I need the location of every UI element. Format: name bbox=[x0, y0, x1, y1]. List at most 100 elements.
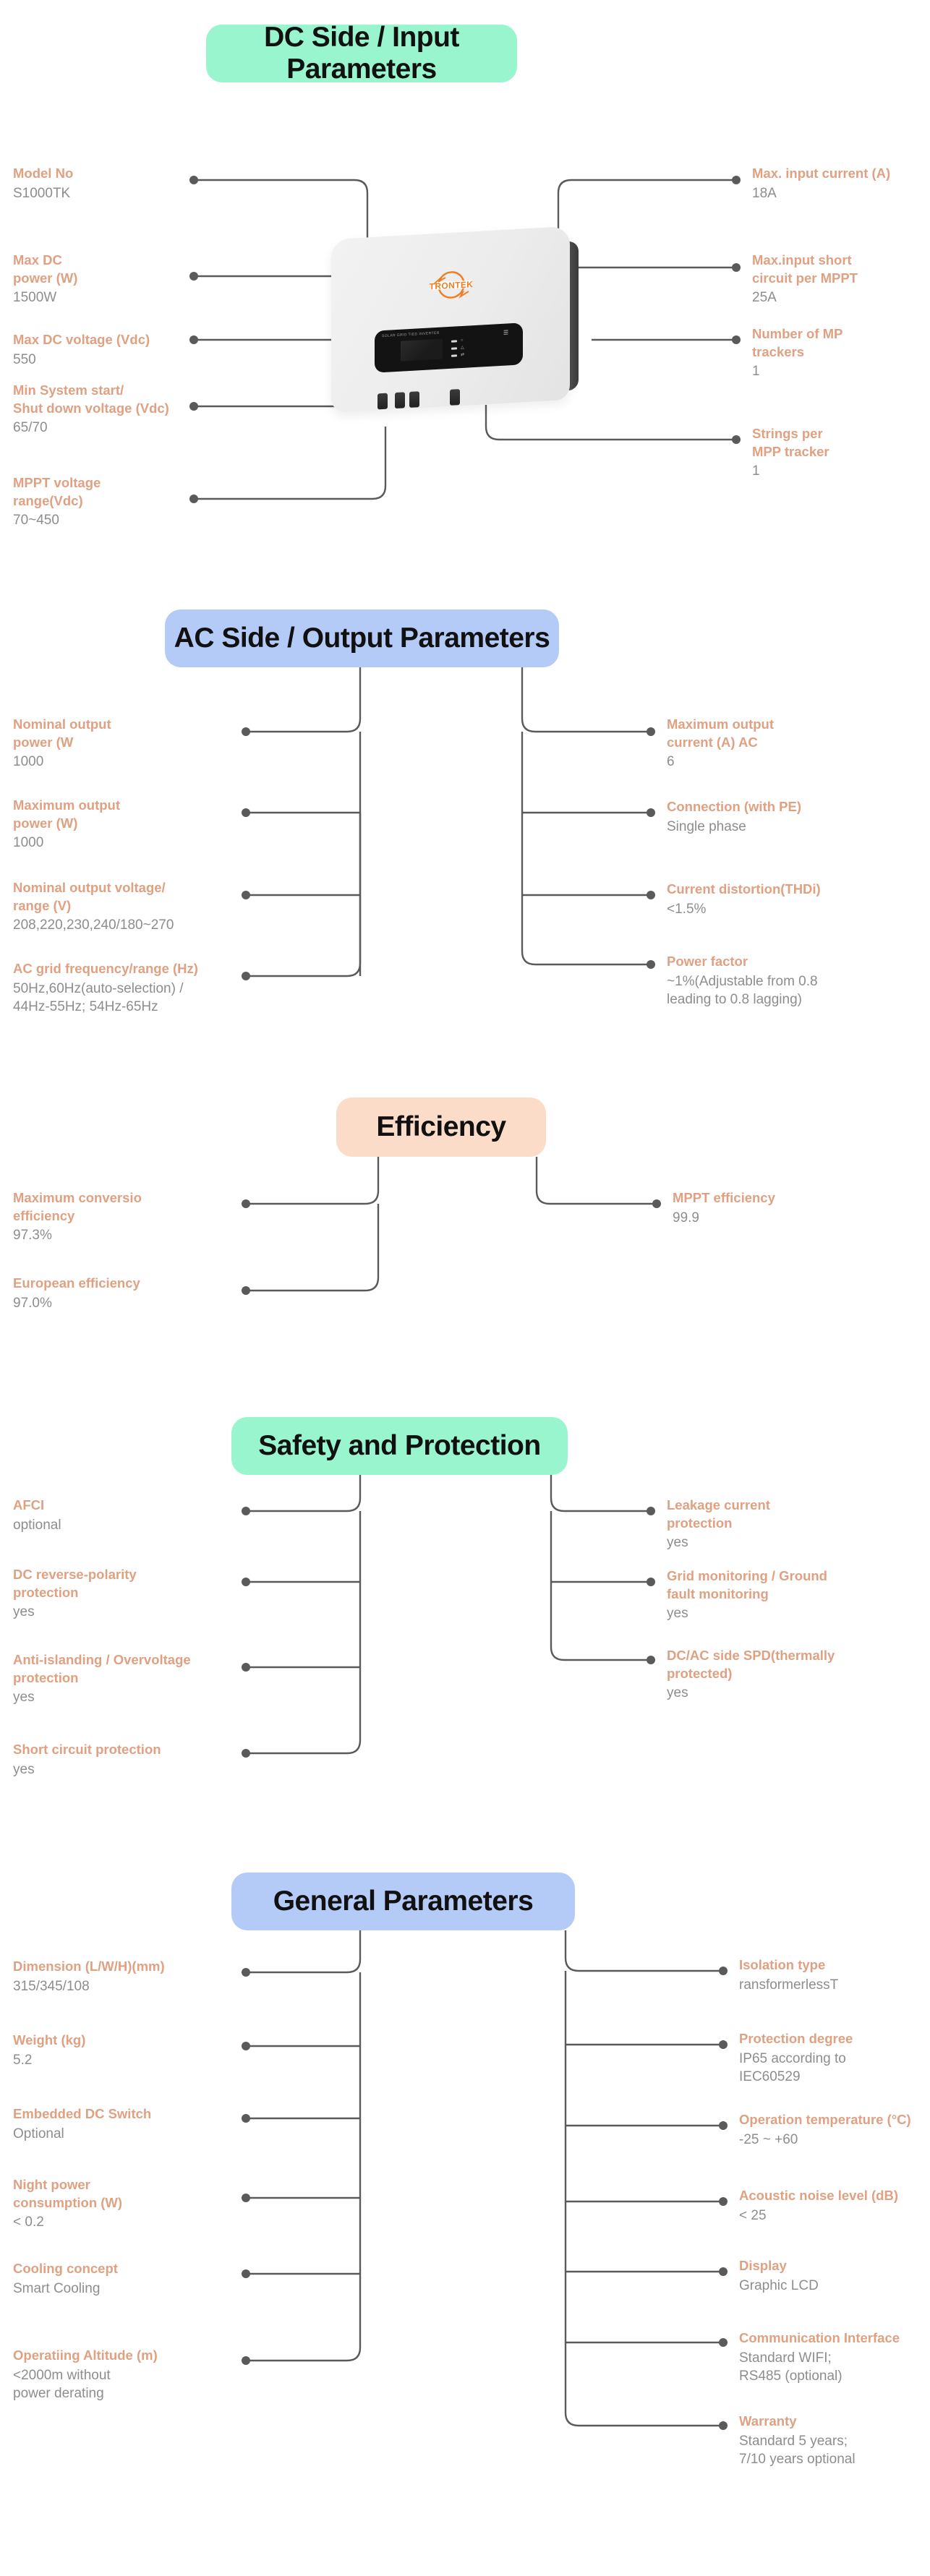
spec-key: Dimension (L/W/H)(mm) bbox=[13, 1959, 165, 1974]
spec-value: -25 ~ +60 bbox=[739, 2131, 798, 2147]
spec-item: Display Graphic LCD bbox=[739, 2257, 930, 2295]
spec-item: Min System start/ Shut down voltage (Vdc… bbox=[13, 382, 201, 437]
spec-value: yes bbox=[13, 1690, 35, 1706]
spec-value: optional bbox=[13, 1517, 61, 1533]
spec-key: Embedded DC Switch bbox=[13, 2106, 152, 2121]
spec-value: 1 bbox=[752, 463, 760, 479]
inverter-status-leds: ○ △ ⇄ bbox=[451, 338, 464, 361]
spec-item: Communication Interface Standard WIFI; R… bbox=[739, 2329, 930, 2385]
spec-key: Strings per MPP tracker bbox=[752, 426, 829, 459]
spec-value: < 0.2 bbox=[13, 2215, 44, 2230]
section-header-safety: Safety and Protection bbox=[231, 1417, 568, 1475]
spec-key: Max.input short circuit per MPPT bbox=[752, 252, 858, 286]
spec-item: Isolation type ransformerlessT bbox=[739, 1956, 930, 1994]
spec-key: Grid monitoring / Ground fault monitorin… bbox=[667, 1568, 827, 1601]
spec-value: < 25 bbox=[739, 2207, 767, 2223]
spec-value: S1000TK bbox=[13, 185, 71, 201]
spec-item: Operatiing Altitude (m) <2000m without p… bbox=[13, 2347, 230, 2402]
spec-value: 1000 bbox=[13, 754, 44, 770]
spec-key: DC reverse-polarity protection bbox=[13, 1567, 137, 1600]
spec-item: Current distortion(THDi) <1.5% bbox=[667, 881, 876, 918]
spec-key: Operatiing Altitude (m) bbox=[13, 2348, 158, 2363]
spec-key: Max DC voltage (Vdc) bbox=[13, 332, 150, 347]
spec-item: MPPT voltage range(Vdc) 70~450 bbox=[13, 474, 187, 529]
spec-value: 70~450 bbox=[13, 513, 59, 529]
spec-item: Night power consumption (W) < 0.2 bbox=[13, 2176, 230, 2231]
spec-value: 99.9 bbox=[673, 1210, 699, 1225]
spec-key: Short circuit protection bbox=[13, 1742, 161, 1757]
spec-key: Power factor bbox=[667, 954, 748, 969]
spec-key: Protection degree bbox=[739, 2031, 853, 2046]
spec-item: Connection (with PE) Single phase bbox=[667, 798, 876, 836]
spec-item: Leakage current protection yes bbox=[667, 1497, 884, 1552]
spec-key: Max. input current (A) bbox=[752, 166, 891, 181]
inverter-panel-label: SOLAR GRID TIED INVERTER bbox=[382, 330, 440, 339]
spec-key: Isolation type bbox=[739, 1957, 826, 1972]
spec-key: Current distortion(THDi) bbox=[667, 881, 821, 897]
spec-value: 65/70 bbox=[13, 420, 48, 436]
spec-key: Connection (with PE) bbox=[667, 799, 802, 814]
spec-item: AC grid frequency/range (Hz) 50Hz,60Hz(a… bbox=[13, 960, 252, 1016]
spec-item: Max DC voltage (Vdc) 550 bbox=[13, 331, 194, 369]
spec-item: Nominal output voltage/ range (V) 208,22… bbox=[13, 879, 244, 934]
spec-item: Warranty Standard 5 years; 7/10 years op… bbox=[739, 2413, 930, 2468]
spec-value: Standard 5 years; 7/10 years optional bbox=[739, 2433, 856, 2467]
section-header-dc: DC Side / Input Parameters bbox=[206, 22, 517, 85]
spec-value: yes bbox=[667, 1685, 688, 1701]
inverter-product-image: TRONTEK SOLAR GRID TIED INVERTER ☰ ○ △ ⇄ bbox=[331, 226, 595, 417]
spec-key: Number of MP trackers bbox=[752, 326, 843, 359]
spec-value: Optional bbox=[13, 2126, 64, 2141]
spec-item: Anti-islanding / Overvoltage protection … bbox=[13, 1651, 244, 1706]
spec-key: Min System start/ Shut down voltage (Vdc… bbox=[13, 382, 169, 416]
spec-item: Power factor ~1%(Adjustable from 0.8 lea… bbox=[667, 953, 884, 1009]
section-header-ac: AC Side / Output Parameters bbox=[165, 609, 559, 667]
spec-key: Night power consumption (W) bbox=[13, 2177, 123, 2210]
spec-key: Anti-islanding / Overvoltage protection bbox=[13, 1652, 191, 1685]
spec-key: Warranty bbox=[739, 2413, 797, 2429]
spec-item: European efficiency 97.0% bbox=[13, 1275, 216, 1312]
spec-value: ransformerlessT bbox=[739, 1977, 839, 1993]
wifi-icon: ☰ bbox=[503, 329, 509, 336]
spec-key: Max DC power (W) bbox=[13, 252, 78, 286]
spec-key: DC/AC side SPD(thermally protected) bbox=[667, 1648, 835, 1681]
spec-value: 315/345/108 bbox=[13, 1978, 90, 1994]
spec-value: 25A bbox=[752, 290, 777, 306]
spec-item: Number of MP trackers 1 bbox=[752, 325, 930, 380]
spec-item: AFCI optional bbox=[13, 1497, 230, 1534]
inverter-front-case bbox=[331, 226, 570, 414]
spec-value: Standard WIFI; RS485 (optional) bbox=[739, 2350, 842, 2384]
spec-item: Maximum conversio efficiency 97.3% bbox=[13, 1189, 216, 1244]
spec-item: Grid monitoring / Ground fault monitorin… bbox=[667, 1567, 891, 1622]
spec-value: 97.3% bbox=[13, 1228, 52, 1244]
spec-value: 5.2 bbox=[13, 2052, 33, 2068]
section-header-general: General Parameters bbox=[231, 1873, 575, 1930]
spec-value: 18A bbox=[752, 185, 777, 201]
spec-item: Operation temperature (°C) -25 ~ +60 bbox=[739, 2111, 930, 2149]
spec-item: Short circuit protection yes bbox=[13, 1741, 244, 1779]
spec-value: <2000m without power derating bbox=[13, 2367, 111, 2401]
spec-value: <1.5% bbox=[667, 901, 707, 917]
spec-value: 1000 bbox=[13, 835, 44, 851]
spec-item: Max DC power (W) 1500W bbox=[13, 252, 187, 307]
spec-value: yes bbox=[667, 1535, 688, 1551]
spec-value: yes bbox=[13, 1761, 35, 1777]
spec-key: Maximum output current (A) AC bbox=[667, 716, 774, 750]
spec-item: Max. input current (A) 18A bbox=[752, 165, 930, 202]
spec-item: Weight (kg) 5.2 bbox=[13, 2032, 230, 2069]
spec-key: Maximum conversio efficiency bbox=[13, 1190, 142, 1223]
inverter-lcd-screen bbox=[401, 338, 443, 361]
spec-key: European efficiency bbox=[13, 1275, 140, 1291]
spec-item: MPPT efficiency 99.9 bbox=[673, 1189, 882, 1227]
spec-item: Nominal output power (W 1000 bbox=[13, 716, 216, 771]
spec-value: 6 bbox=[667, 754, 675, 770]
spec-item: Max.input short circuit per MPPT 25A bbox=[752, 252, 930, 307]
spec-item: Dimension (L/W/H)(mm) 315/345/108 bbox=[13, 1958, 230, 1995]
spec-value: Single phase bbox=[667, 818, 746, 834]
spec-value: 550 bbox=[13, 351, 36, 367]
spec-item: DC reverse-polarity protection yes bbox=[13, 1566, 230, 1621]
spec-key: Model No bbox=[13, 166, 74, 181]
spec-key: Display bbox=[739, 2258, 787, 2273]
spec-item: Maximum output current (A) AC 6 bbox=[667, 716, 876, 771]
